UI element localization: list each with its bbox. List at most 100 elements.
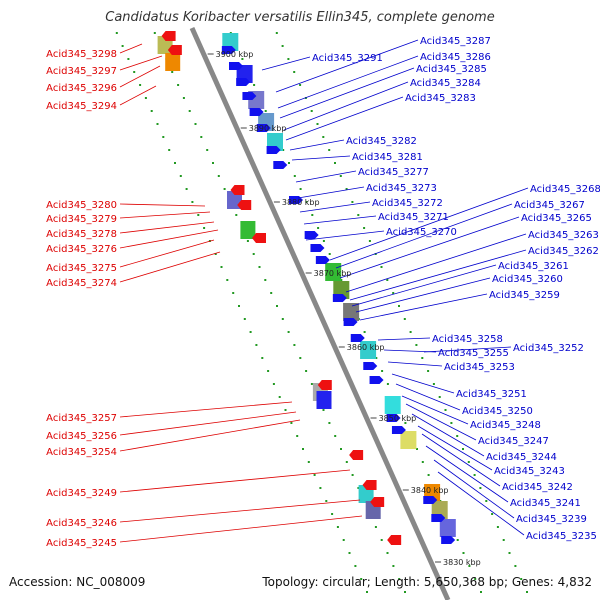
forward-leader-line [395, 383, 461, 411]
forward-leader-line [285, 96, 404, 141]
forward-gene-label: Acid345_3241 [510, 498, 581, 509]
gc-dot [191, 201, 194, 203]
reverse-gene-label: Acid345_3297 [46, 66, 117, 77]
kbp-tick-label: 3870 kbp [314, 269, 352, 278]
reverse-gene-label: Acid345_3274 [46, 278, 117, 289]
reverse-gene-arrow [317, 380, 332, 390]
gc-dot [380, 266, 383, 268]
forward-gene-arrow [391, 426, 406, 434]
forward-gene-label: Acid345_3268 [530, 184, 600, 195]
gc-dot [310, 383, 313, 385]
gc-dot [317, 227, 320, 229]
genome-backbone [189, 26, 451, 600]
gc-dot [427, 370, 430, 372]
gc-dot [153, 32, 156, 34]
reverse-leader-line [119, 85, 157, 106]
reverse-gene-label: Acid345_3275 [46, 263, 117, 274]
reverse-gene-label: Acid345_3296 [46, 83, 117, 94]
kbp-tick-label: 3860 kbp [347, 343, 385, 352]
reverse-gene-label: Acid345_3246 [46, 518, 117, 529]
gc-dot [168, 149, 171, 151]
reverse-leader-line [119, 499, 361, 523]
gc-dot [345, 188, 348, 190]
gc-dot [293, 175, 296, 177]
reverse-gene-label: Acid345_3276 [46, 244, 117, 255]
forward-leader-line [359, 293, 488, 321]
forward-gene-label: Acid345_3243 [494, 466, 565, 477]
gc-dot [360, 578, 363, 580]
kbp-tick-label: 3850 kbp [379, 414, 417, 423]
reverse-leader-line [119, 411, 297, 436]
gc-dot [334, 162, 336, 164]
reverse-gene-block [240, 221, 256, 239]
forward-gene-arrow [343, 318, 358, 326]
gc-dot [474, 578, 477, 580]
gc-dot [456, 435, 459, 437]
gc-dot [296, 435, 299, 437]
gc-dot [253, 84, 256, 86]
forward-gene-arrow [304, 231, 319, 239]
reverse-leader-line [119, 221, 215, 234]
gc-dot [311, 214, 314, 216]
gc-dot [281, 45, 284, 47]
forward-gene-label: Acid345_3259 [489, 290, 560, 301]
forward-gene-label: Acid345_3265 [521, 213, 592, 224]
gc-dot [276, 305, 278, 307]
reverse-leader-line [119, 43, 143, 54]
gc-dot [334, 435, 337, 437]
gc-dot [421, 357, 424, 359]
forward-gene-label: Acid345_3262 [528, 246, 599, 257]
forward-gene-arrow [242, 92, 257, 100]
gc-dot [177, 84, 180, 86]
gc-dot [293, 344, 296, 346]
reverse-gene-block [316, 391, 332, 409]
gc-dot [267, 370, 270, 372]
forward-leader-line [433, 459, 515, 519]
forward-leader-line [305, 230, 385, 241]
gc-dot [249, 331, 252, 333]
gc-dot [139, 84, 142, 86]
forward-gene-arrow [273, 161, 288, 169]
gc-dot [339, 175, 342, 177]
gc-dot [133, 71, 136, 73]
gc-dot [220, 266, 223, 268]
reverse-gene-arrow [370, 497, 385, 507]
gc-dot [345, 461, 348, 463]
forward-gene-label: Acid345_3285 [416, 64, 487, 75]
gc-dot [162, 136, 165, 138]
gc-dot [468, 565, 471, 567]
forward-gene-arrow [315, 256, 330, 264]
gc-dot [293, 71, 296, 73]
reverse-gene-block [165, 53, 181, 71]
forward-leader-line [283, 81, 409, 131]
gc-dot [270, 292, 273, 294]
gc-dot [307, 461, 310, 463]
forward-gene-label: Acid345_3260 [492, 274, 563, 285]
gc-dot [462, 552, 465, 554]
forward-leader-line [339, 216, 520, 279]
gc-dot [374, 526, 377, 528]
forward-leader-line [277, 55, 419, 109]
gc-dot [473, 474, 476, 476]
kbp-tick-label: 3880 kbp [282, 198, 320, 207]
forward-leader-line [355, 277, 491, 313]
reverse-gene-label: Acid345_3278 [46, 229, 117, 240]
gc-dot [316, 123, 319, 125]
reverse-gene-label: Acid345_3245 [46, 538, 117, 549]
gc-dot [241, 58, 244, 60]
gc-dot [342, 539, 345, 541]
forward-leader-line [291, 155, 351, 161]
gc-dot [313, 474, 316, 476]
forward-leader-line [275, 39, 419, 93]
forward-gene-block [343, 303, 360, 321]
forward-gene-label: Acid345_3248 [470, 420, 541, 431]
gc-dot [287, 58, 290, 60]
gc-dot [217, 175, 220, 177]
gc-dot [479, 487, 482, 489]
reverse-leader-line [119, 203, 206, 207]
forward-gene-arrow [441, 536, 456, 544]
gc-dot [127, 58, 130, 60]
forward-gene-arrow [221, 46, 236, 54]
forward-gene-label: Acid345_3244 [486, 452, 557, 463]
forward-leader-line [405, 403, 477, 441]
